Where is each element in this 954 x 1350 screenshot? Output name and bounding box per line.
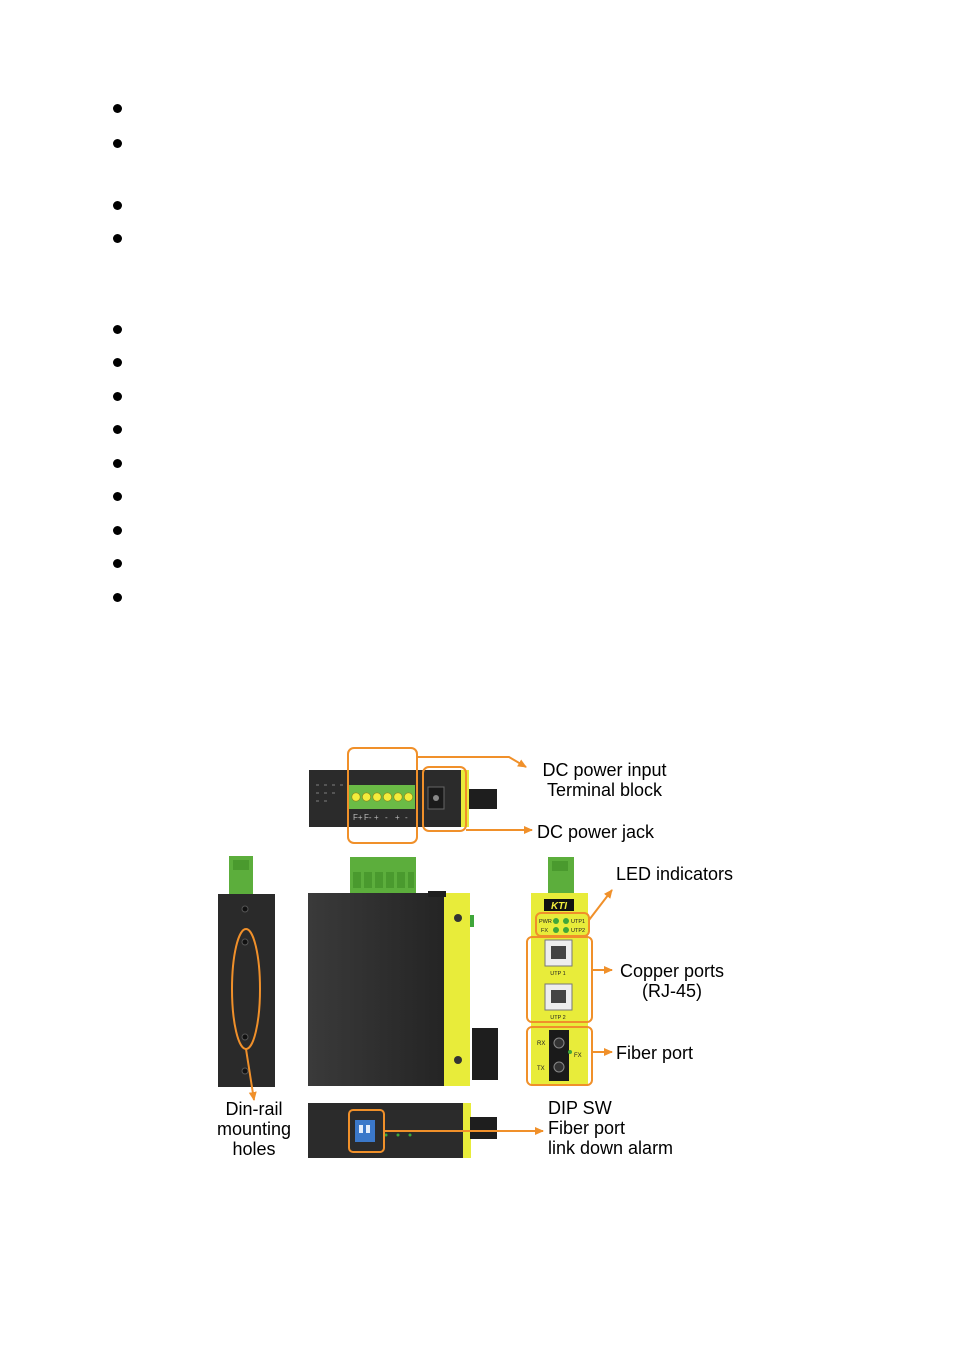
bullet-10 bbox=[113, 492, 122, 501]
label-dc-power-input: DC power input Terminal block bbox=[542, 760, 667, 800]
bullet-5 bbox=[113, 325, 122, 334]
dip-switch bbox=[355, 1120, 375, 1142]
bullet-11 bbox=[113, 526, 122, 535]
svg-text:F-: F- bbox=[364, 813, 372, 822]
bullet-1 bbox=[113, 104, 122, 113]
label-led-indicators: LED indicators bbox=[616, 864, 734, 884]
bullet-3 bbox=[113, 201, 122, 210]
bullet-9 bbox=[113, 459, 122, 468]
label-fiber-port: Fiber port bbox=[616, 1043, 694, 1063]
bullet-4 bbox=[113, 234, 122, 243]
top-view: F+F-+ -+- bbox=[309, 747, 497, 844]
label-dip-sw: DIP SW Fiber port link down alarm bbox=[548, 1098, 674, 1158]
svg-text:F+: F+ bbox=[353, 813, 363, 822]
fiber-fx-label: FX bbox=[574, 1053, 582, 1059]
bullet-7 bbox=[113, 392, 122, 401]
fiber-rx-label: RX bbox=[537, 1041, 545, 1047]
led-utp2-label: UTP2 bbox=[571, 928, 585, 934]
fiber-tx-label: TX bbox=[537, 1066, 545, 1072]
svg-text:-: - bbox=[405, 813, 408, 822]
bullet-8 bbox=[113, 425, 122, 434]
led-utp1-label: UTP1 bbox=[571, 919, 585, 925]
bullet-12 bbox=[113, 559, 122, 568]
label-dc-power-jack: DC power jack bbox=[537, 822, 655, 842]
led-pwr-label: PWR bbox=[539, 919, 552, 925]
brand-logo: KTI bbox=[551, 901, 567, 912]
port-utp2-label: UTP 2 bbox=[550, 1015, 566, 1021]
bullet-13 bbox=[113, 593, 122, 602]
svg-text:+: + bbox=[395, 813, 400, 822]
led-fx-label: FX bbox=[541, 928, 548, 934]
port-utp1-label: UTP 1 bbox=[550, 971, 566, 977]
bullet-6 bbox=[113, 358, 122, 367]
label-copper-ports: Copper ports (RJ-45) bbox=[619, 961, 725, 1001]
led-utp2 bbox=[563, 927, 569, 933]
led-utp1 bbox=[563, 918, 569, 924]
led-pwr bbox=[553, 918, 559, 924]
svg-text:+: + bbox=[374, 813, 379, 822]
label-din-rail: Din-rail mounting holes bbox=[216, 1099, 292, 1159]
bullet-2 bbox=[113, 139, 122, 148]
led-fx bbox=[553, 927, 559, 933]
front-view bbox=[308, 857, 498, 1086]
svg-text:-: - bbox=[385, 813, 388, 822]
port-view: KTI PWR UTP1 FX UTP2 UTP 1 UTP 2 RX TX F… bbox=[526, 857, 593, 1086]
